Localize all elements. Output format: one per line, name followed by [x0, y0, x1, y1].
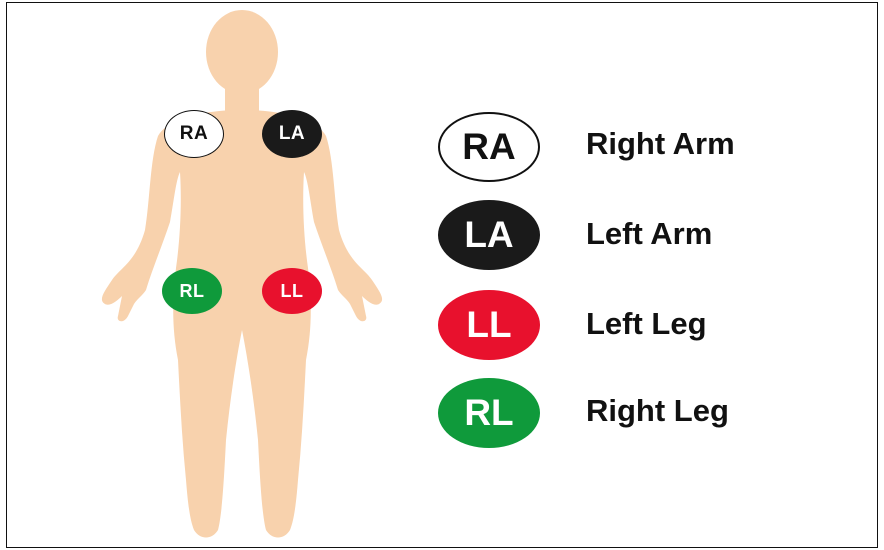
- ll-legend-label: Left Leg: [586, 306, 707, 342]
- ll-legend-code: LL: [466, 304, 511, 346]
- rl-electrode-code: RL: [180, 281, 205, 302]
- la-legend-badge: LA: [438, 200, 540, 270]
- rl-electrode: RL: [162, 268, 222, 314]
- rl-legend-label: Right Leg: [586, 393, 729, 429]
- ra-electrode-code: RA: [180, 123, 208, 145]
- ra-legend-badge: RA: [438, 112, 540, 182]
- ra-legend-label: Right Arm: [586, 126, 735, 162]
- la-electrode-code: LA: [279, 123, 305, 145]
- la-legend-label: Left Arm: [586, 216, 712, 252]
- ll-electrode-code: LL: [281, 281, 304, 302]
- ll-legend-badge: LL: [438, 290, 540, 360]
- ra-electrode: RA: [164, 110, 224, 158]
- rl-legend-badge: RL: [438, 378, 540, 448]
- ra-legend-code: RA: [462, 126, 515, 168]
- la-electrode: LA: [262, 110, 322, 158]
- ll-electrode: LL: [262, 268, 322, 314]
- rl-legend-code: RL: [464, 392, 513, 434]
- la-legend-code: LA: [464, 214, 513, 256]
